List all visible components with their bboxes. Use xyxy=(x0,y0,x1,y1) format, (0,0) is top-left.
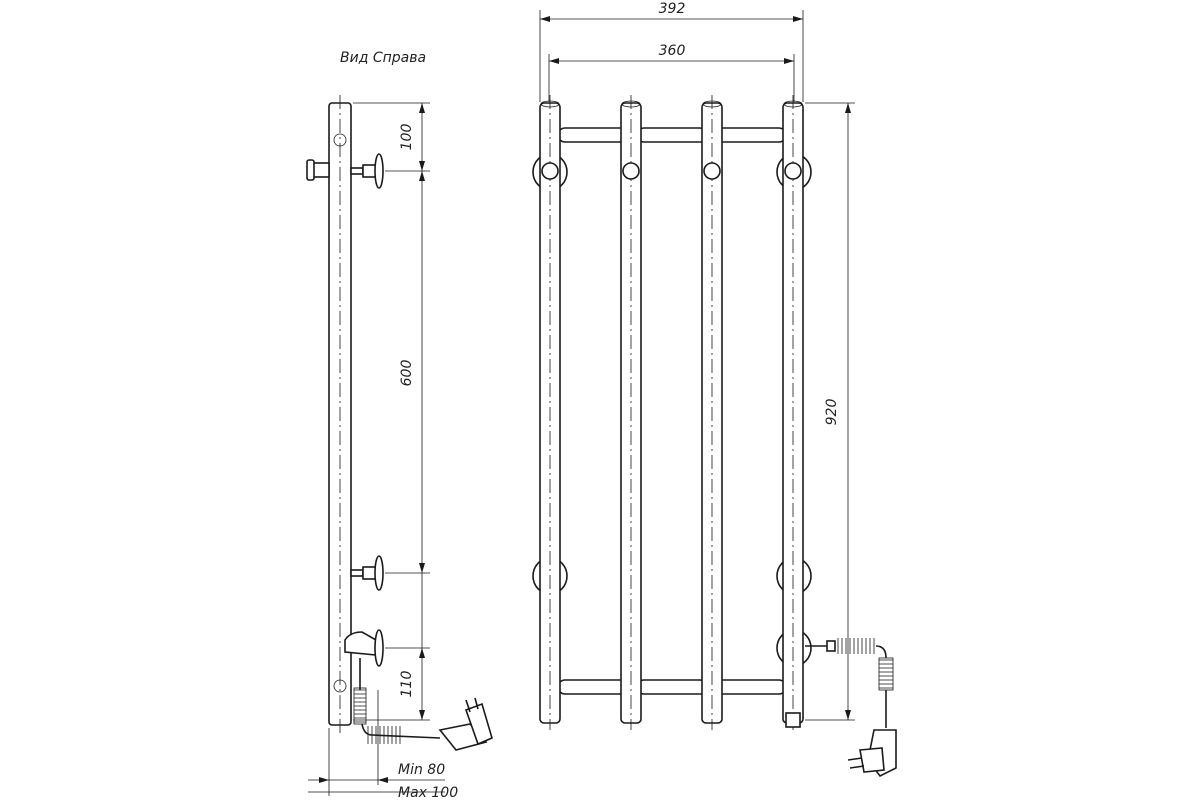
mount-plates xyxy=(532,153,812,667)
side-view-top-hole xyxy=(333,133,347,147)
front-view-coiled-cord xyxy=(805,638,894,728)
side-view-plug-icon xyxy=(438,697,493,751)
side-view-electric-bracket xyxy=(344,629,384,667)
horizontal-bars xyxy=(557,127,787,695)
min-depth-dimension: Min 80 xyxy=(398,762,445,778)
front-view: 392 360 xyxy=(532,1,897,778)
side-view-bottom-hole xyxy=(333,679,347,693)
overall-height-dimension: 920 xyxy=(824,399,840,426)
front-view-plug-icon xyxy=(847,729,897,778)
vertical-tubes xyxy=(539,95,804,730)
fixing-holes xyxy=(541,162,802,180)
side-view-knob xyxy=(306,159,330,181)
side-view-top-bracket xyxy=(350,153,384,189)
overall-width-dimension: 392 xyxy=(659,1,686,17)
bottom-offset-dimension: 110 xyxy=(399,671,415,698)
side-view-bottom-bracket xyxy=(350,555,384,591)
inner-width-dimension: 360 xyxy=(659,43,686,59)
side-view: Вид Справа xyxy=(306,50,493,800)
side-view-coiled-cord xyxy=(353,658,441,744)
max-depth-dimension: Max 100 xyxy=(398,785,458,800)
side-view-title: Вид Справа xyxy=(340,50,426,66)
mount-spacing-dimension: 600 xyxy=(399,360,415,387)
heater-end-cap xyxy=(785,712,801,728)
top-offset-dimension: 100 xyxy=(399,124,415,151)
